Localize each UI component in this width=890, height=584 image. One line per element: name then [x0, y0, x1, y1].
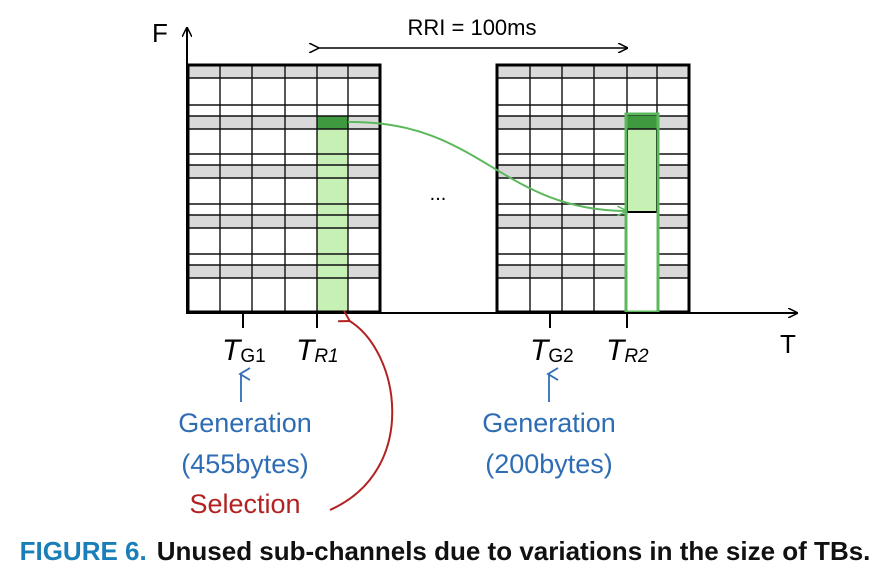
time-axis-label: T: [780, 329, 796, 359]
right-resource-grid: [495, 63, 691, 314]
figure-label: FIGURE 6.: [19, 536, 147, 566]
figure-caption: FIGURE 6. Unused sub-channels due to vari…: [0, 536, 890, 567]
tick-label-tr2: TR2: [606, 334, 649, 367]
ellipsis: ...: [430, 183, 447, 205]
selected-subchannel-head-tr1: [317, 116, 348, 129]
selection-label: Selection: [189, 489, 300, 519]
right-grid-gray-bands: [497, 65, 689, 278]
unused-subchannel-area-tr2: [627, 212, 657, 312]
reservation-curve-arrow: [347, 120, 626, 211]
selected-subchannel-tr2: [626, 115, 658, 213]
left-grid-lines: [188, 65, 380, 312]
frequency-axis-label: F: [152, 18, 168, 48]
left-grid-gray-bands: [188, 65, 380, 278]
tick-label-tr1: TR1: [296, 334, 339, 367]
rri-label: RRI = 100ms: [408, 15, 537, 40]
time-ticks: [242, 313, 628, 328]
left-resource-grid: [186, 63, 382, 314]
tick-label-tg1: TG1: [222, 334, 266, 367]
generation-2-label: Generation: [482, 408, 616, 438]
figure-caption-text: Unused sub-channels due to variations in…: [156, 536, 871, 566]
selected-subchannel-tr1: [316, 115, 349, 313]
tick-label-tg2: TG2: [530, 334, 574, 367]
selection-curve-arrow: [329, 310, 394, 511]
generation-1-size: (455bytes): [181, 449, 309, 479]
sub-channel-diagram: F T RRI = 100ms ... TG1 TR1 TG2 TR2 Gene…: [152, 15, 890, 519]
generation-1-label: Generation: [178, 408, 312, 438]
generation-2-size: (200bytes): [485, 449, 613, 479]
right-grid-lines: [497, 65, 689, 312]
selected-subchannel-head-tr2: [627, 116, 657, 129]
